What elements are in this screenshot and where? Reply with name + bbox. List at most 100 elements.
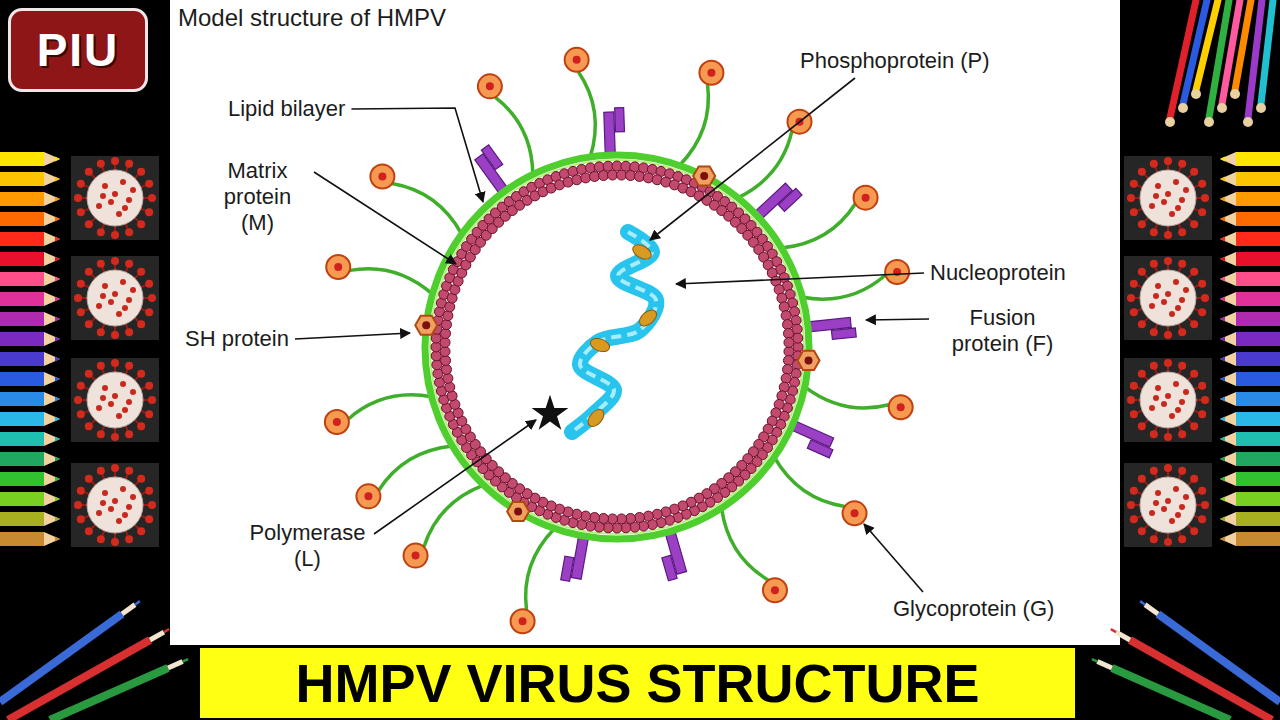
pencil-body [1236,472,1280,486]
pencil-lead [1140,601,1145,605]
sh-protein [693,166,715,185]
icon-dot [1165,291,1171,297]
icon-spike [1138,168,1146,176]
icon-dot [102,183,108,189]
icon-spike [1190,320,1198,328]
icon-spike [137,220,145,228]
icon-dot [1175,205,1181,211]
fusion-head [561,556,574,581]
glycoprotein-stalk [379,446,453,490]
icon-spike [1164,257,1172,265]
icon-dot [1173,179,1179,185]
matrix-bead [441,320,451,330]
pencil-wood [1220,332,1236,346]
icon-spike [145,208,153,216]
glycoprotein-stalk [578,72,595,157]
pencil [0,472,60,486]
pencil [0,352,60,366]
icon-spike [125,362,133,370]
icon-dot [108,199,114,205]
icon-spike [97,362,105,370]
pencil-body [0,372,44,386]
icon-dot [120,486,126,492]
icon-dot [102,490,108,496]
pencil-lead [164,629,169,632]
icon-dot [1149,510,1155,516]
icon-spike [1198,515,1206,523]
pencil-wood [1097,662,1112,668]
pencil-lead [55,417,60,422]
pencil-body [0,492,44,506]
fusion-protein [561,534,589,583]
pencil-lead [55,437,60,442]
icon-spike [125,260,133,268]
glycoprotein-head [763,578,787,602]
icon-spike [1138,320,1146,328]
pencil [1220,152,1280,166]
icon-tile [71,256,159,340]
pencil-wood [44,452,60,466]
pencil-lead [1111,629,1116,632]
paper-sheet [170,0,1120,645]
icon-dot [120,381,126,387]
icon-spike [77,208,85,216]
icon-spike [85,268,93,276]
pencil [1220,212,1280,226]
pencil-lead [55,277,60,282]
icon-dot [122,205,128,211]
glycoprotein-stalk [680,84,709,165]
icon-spike [145,308,153,316]
pencil-body [50,668,168,720]
pencil-wood [44,332,60,346]
icon-tile [71,156,159,240]
icon-dot [116,413,122,419]
icon-spike [1130,180,1138,188]
icon-spike [74,396,82,404]
glycoprotein-head [478,74,502,98]
virus-icon [1124,358,1212,442]
icon-dot [100,293,106,299]
icon-dot [1169,413,1175,419]
icon-spike [145,180,153,188]
matrix-bead [441,355,451,365]
paint-brush [1256,0,1273,113]
fusion-head [807,440,833,458]
sh-core [805,356,813,364]
icon-dot [1165,393,1171,399]
icon-spike [1150,535,1158,543]
pencil [1220,352,1280,366]
pencil-wood [44,252,60,266]
icon-spike [85,168,93,176]
icon-spike [1138,422,1146,430]
pencil-wood [1220,392,1236,406]
pencil-lead [55,497,60,502]
icon-body [87,372,143,428]
pencil [1220,332,1280,346]
icon-dot [130,187,136,193]
pencil [1220,372,1280,386]
pencil-wood [1145,605,1158,614]
paint-brush [1217,0,1240,113]
pencil-wood [122,605,135,614]
icon-spike [148,396,156,404]
pencil-lead [55,297,60,302]
fusion-head [831,328,856,339]
pencil-wood [1220,152,1236,166]
matrix-bead [781,373,791,383]
pencil-body [1236,432,1280,446]
icon-body [1140,170,1196,226]
pencil-body [0,392,44,406]
pencil-lead [55,237,60,242]
icon-spike [1178,467,1186,475]
pencil-body [1236,492,1280,506]
glycoprotein-core [771,586,779,594]
pencil-body [0,532,44,546]
icon-tile [71,358,159,442]
icon-spike [1198,180,1206,188]
pencil-wood [1220,512,1236,526]
pencil [1220,432,1280,446]
pencil [0,292,60,306]
icon-spike [1130,208,1138,216]
glycoprotein-head [699,61,723,85]
